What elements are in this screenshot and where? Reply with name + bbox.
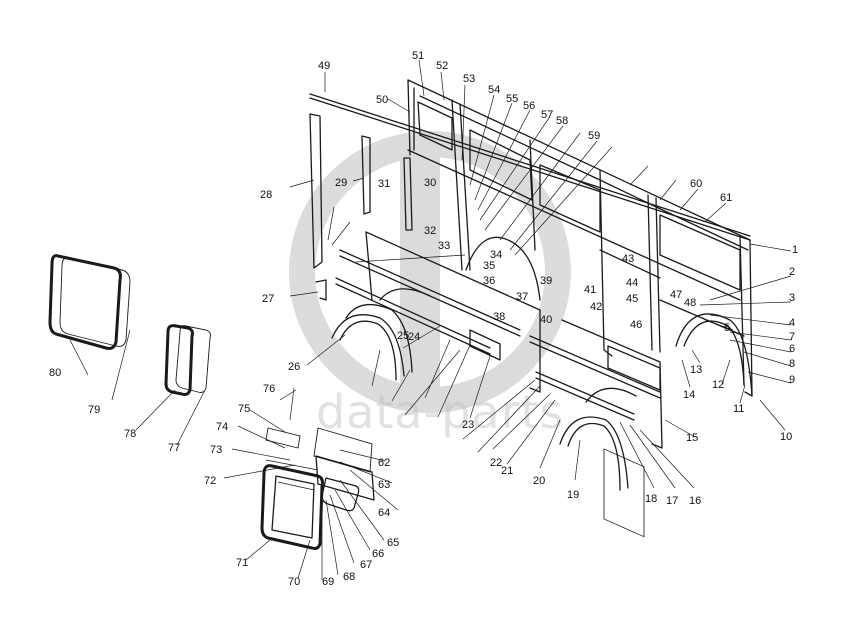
callout-76: 76	[263, 383, 275, 395]
callout-52: 52	[436, 60, 448, 72]
callout-30: 30	[424, 177, 436, 189]
callout-12: 12	[712, 379, 724, 391]
callout-14: 14	[683, 389, 695, 401]
callout-80: 80	[49, 367, 61, 379]
callout-53: 53	[463, 73, 475, 85]
callout-61: 61	[720, 192, 732, 204]
callout-51: 51	[412, 50, 424, 62]
callout-32: 32	[424, 225, 436, 237]
callout-5: 5	[724, 322, 730, 334]
window-glass-large	[48, 254, 131, 350]
callout-72: 72	[204, 475, 216, 487]
callout-25: 25	[397, 330, 409, 342]
side-panel-frame	[407, 79, 753, 538]
callout-9: 9	[789, 374, 795, 386]
callout-29: 29	[335, 177, 347, 189]
callout-63: 63	[378, 479, 390, 491]
callout-4: 4	[789, 317, 795, 329]
callout-3: 3	[789, 292, 795, 304]
callout-17: 17	[666, 495, 678, 507]
callout-78: 78	[124, 428, 136, 440]
wheel-arch-trims	[331, 303, 629, 491]
callout-13: 13	[690, 364, 702, 376]
callout-79: 79	[88, 404, 100, 416]
callout-7: 7	[789, 331, 795, 343]
callout-22: 22	[490, 457, 502, 469]
callout-6: 6	[789, 343, 795, 355]
callout-73: 73	[210, 444, 222, 456]
callout-10: 10	[780, 431, 792, 443]
callout-16: 16	[689, 495, 701, 507]
callout-47: 47	[670, 289, 682, 301]
callout-24: 24	[408, 331, 420, 343]
callout-23: 23	[462, 419, 474, 431]
roof-rail-strip	[309, 93, 751, 241]
callout-64: 64	[378, 507, 390, 519]
callout-8: 8	[789, 358, 795, 370]
callout-42: 42	[590, 301, 602, 313]
callout-65: 65	[387, 537, 399, 549]
callout-59: 59	[588, 130, 600, 142]
callout-50: 50	[376, 94, 388, 106]
callout-26: 26	[288, 361, 300, 373]
window-glass-small	[164, 324, 211, 396]
callout-57: 57	[541, 109, 553, 121]
callout-58: 58	[556, 115, 568, 127]
callout-49: 49	[318, 60, 330, 72]
callout-15: 15	[686, 432, 698, 444]
callout-labels: 1 2 3 4 5 6 7 8 9 10 11 12 13 14 15 16 1…	[49, 50, 798, 588]
callout-62: 62	[378, 457, 390, 469]
callout-31: 31	[378, 178, 390, 190]
callout-45: 45	[626, 293, 638, 305]
callout-1: 1	[792, 244, 798, 256]
callout-2: 2	[789, 266, 795, 278]
callout-36: 36	[483, 275, 495, 287]
callout-54: 54	[488, 84, 500, 96]
left-pillar-trims	[309, 113, 413, 301]
callout-44: 44	[626, 277, 638, 289]
sliding-window-set	[260, 427, 375, 550]
watermark-logo	[289, 131, 571, 413]
callout-21: 21	[501, 465, 513, 477]
callout-70: 70	[288, 576, 300, 588]
callout-27: 27	[262, 293, 274, 305]
callout-41: 41	[584, 284, 596, 296]
callout-39: 39	[540, 275, 552, 287]
callout-18: 18	[645, 493, 657, 505]
callout-46: 46	[630, 319, 642, 331]
lower-side-panel	[335, 231, 663, 449]
callout-68: 68	[343, 571, 355, 583]
callout-35: 35	[483, 260, 495, 272]
callout-66: 66	[372, 548, 384, 560]
callout-75: 75	[238, 403, 250, 415]
callout-55: 55	[506, 93, 518, 105]
callout-69: 69	[322, 576, 334, 588]
callout-33: 33	[438, 240, 450, 252]
callout-48: 48	[684, 297, 696, 309]
callout-77: 77	[168, 442, 180, 454]
leader-lines	[69, 59, 792, 580]
callout-19: 19	[567, 489, 579, 501]
callout-60: 60	[690, 178, 702, 190]
callout-56: 56	[523, 100, 535, 112]
callout-34: 34	[490, 249, 502, 261]
callout-74: 74	[216, 421, 228, 433]
callout-43: 43	[622, 253, 634, 265]
callout-67: 67	[360, 559, 372, 571]
callout-37: 37	[516, 291, 528, 303]
callout-11: 11	[733, 403, 744, 415]
callout-40: 40	[540, 314, 552, 326]
callout-28: 28	[260, 189, 272, 201]
callout-20: 20	[533, 475, 545, 487]
watermark-text: data-parts	[316, 385, 565, 439]
callout-71: 71	[236, 557, 248, 569]
callout-38: 38	[493, 311, 505, 323]
